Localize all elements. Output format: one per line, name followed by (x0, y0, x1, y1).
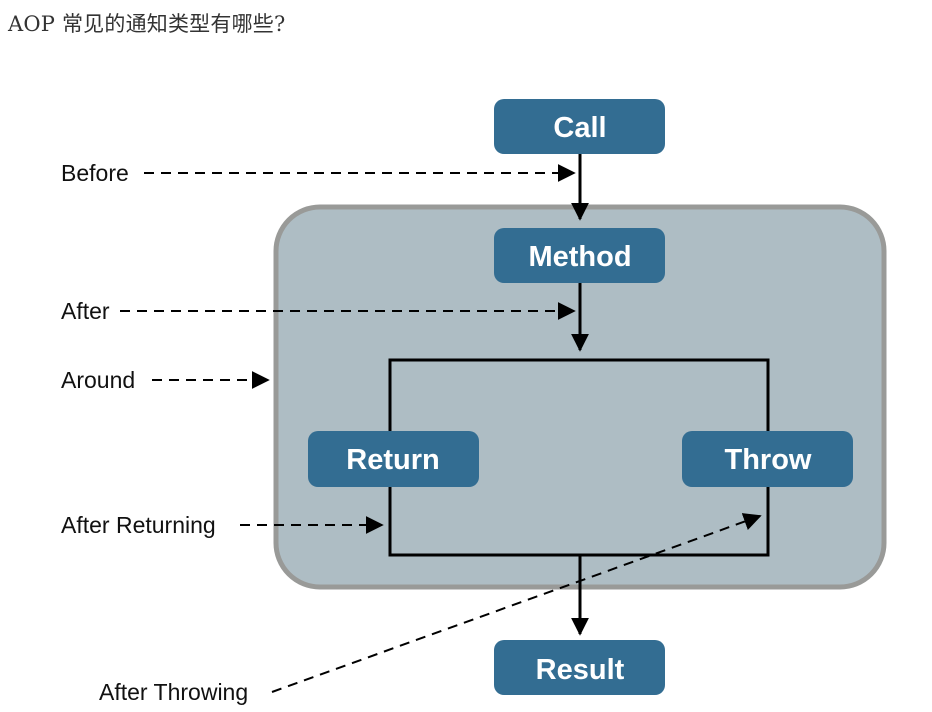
before-label: Before (61, 160, 129, 186)
throw-node: Throw (682, 431, 853, 487)
return-node: Return (308, 431, 479, 487)
throw-node-label: Throw (725, 444, 812, 476)
after-throwing-label: After Throwing (99, 679, 248, 705)
after-label: After (61, 298, 110, 324)
method-node-label: Method (528, 241, 631, 273)
call-node-label: Call (553, 112, 606, 144)
page-title: AOP 常见的通知类型有哪些? (8, 12, 286, 36)
call-node: Call (494, 99, 665, 154)
around-label: Around (61, 367, 135, 393)
method-node: Method (494, 228, 665, 283)
return-node-label: Return (346, 444, 439, 476)
result-node: Result (494, 640, 665, 695)
after-returning-label: After Returning (61, 512, 216, 538)
result-node-label: Result (536, 654, 625, 686)
after-throwing-advice-arrow (271, 513, 762, 693)
